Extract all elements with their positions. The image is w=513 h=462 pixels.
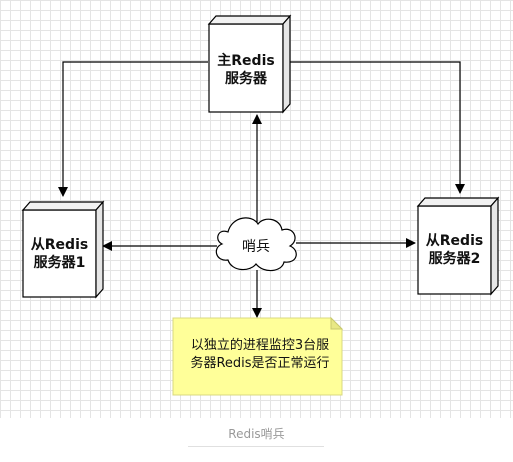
master-server-label-line1: 主Redis (217, 53, 275, 69)
caption-underline (188, 446, 324, 447)
note-text-line1: 以独立的进程监控3台服 (190, 338, 330, 353)
slave1-server-label-line1: 从Redis (30, 237, 89, 253)
note-box (172, 316, 344, 396)
note-text: 以独立的进程监控3台服 务器Redis是否正常运行 (180, 337, 340, 373)
connector-master-to-slave2 (290, 61, 465, 194)
master-server-box (207, 14, 292, 114)
master-server-label: 主Redis 服务器 (209, 52, 283, 88)
sentinel-label: 哨兵 (242, 239, 270, 255)
master-server-label-line2: 服务器 (225, 71, 267, 87)
connector-master-to-slave1 (58, 61, 208, 197)
diagram-canvas: 主Redis 服务器 从Redis 服务器1 从Redis 服务器2 哨兵 以独… (0, 0, 513, 418)
slave1-server-label-line2: 服务器1 (33, 255, 86, 271)
sentinel-cloud-shape (215, 217, 297, 272)
slave1-server-box (21, 200, 105, 299)
slave2-server-box (416, 196, 500, 296)
slave1-server-label: 从Redis 服务器1 (23, 236, 96, 272)
slave2-server-label-line2: 服务器2 (428, 251, 481, 267)
figure-caption: Redis哨兵 (228, 427, 285, 441)
diagram-svg (21, 14, 500, 396)
note-text-line2: 务器Redis是否正常运行 (190, 356, 330, 371)
slave2-server-label-line1: 从Redis (425, 233, 484, 249)
slave2-server-label: 从Redis 服务器2 (418, 232, 491, 268)
